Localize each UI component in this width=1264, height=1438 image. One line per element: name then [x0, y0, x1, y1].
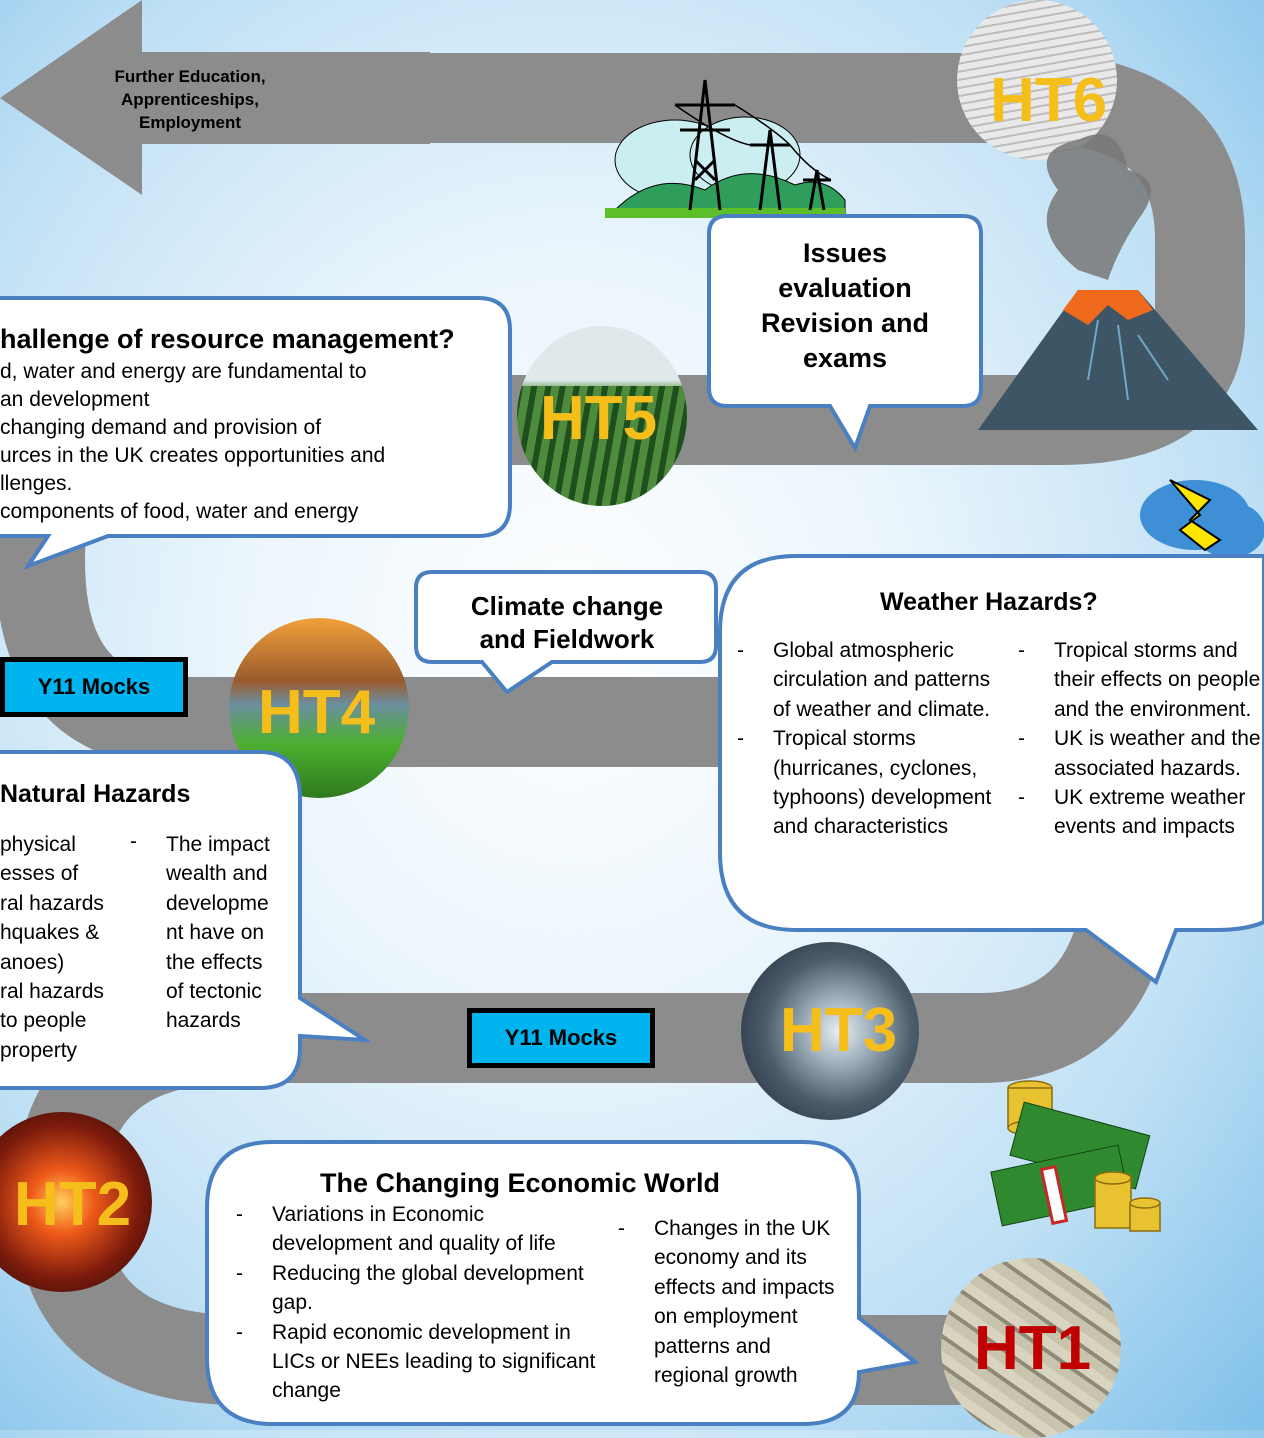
volcano-icon [978, 134, 1258, 430]
pylon-icon [605, 79, 846, 218]
natural-right-text: The impact wealth and developme nt have … [166, 833, 270, 1033]
economic-item: Changes in the UK economy and its effect… [618, 1214, 848, 1390]
ht6-circle [957, 0, 1117, 160]
storm-cloud-icon [1140, 479, 1264, 592]
economic-title: The Changing Economic World [320, 1168, 721, 1198]
weather-title: Weather Hazards? [880, 588, 1098, 616]
natural-title: Natural Hazards [0, 780, 191, 808]
natural-bubble-shape [0, 750, 370, 1090]
resource-bubble-shape [0, 296, 512, 571]
y11-mocks-upper: Y11 Mocks [0, 657, 188, 717]
ht3-circle [741, 942, 919, 1120]
ht4-label: HT4 [258, 678, 376, 747]
resource-line-4: urces in the UK creates opportunities an… [0, 443, 386, 467]
issues-bubble-text: Issues evaluation Revision and exams [760, 238, 930, 374]
natural-left-text: physical esses of ral hazards hquakes & … [0, 833, 104, 1062]
resource-lines: d, water and energy are fundamental to a… [0, 358, 385, 526]
resource-line-5: llenges. [0, 471, 73, 495]
weather-item: Global atmospheric circulation and patte… [737, 636, 1012, 724]
resource-line-3: changing demand and provision of [0, 415, 322, 439]
ht1-label: HT1 [974, 1314, 1092, 1383]
arrow-text: Further Education, Apprenticeships, Empl… [114, 67, 266, 132]
resource-title: hallenge of resource management? [0, 324, 455, 354]
climate-bubble-shape [414, 570, 718, 695]
resource-line-1: d, water and energy are fundamental to [0, 360, 367, 383]
weather-item: UK is weather and the associated hazards… [1018, 724, 1262, 783]
ht2-circle [0, 1112, 152, 1292]
arrow-head [0, 0, 142, 195]
weather-item: Tropical storms and their effects on peo… [1018, 636, 1262, 724]
climate-bubble-text: Climate change and Fieldwork [470, 591, 664, 654]
money-icon [990, 1080, 1161, 1232]
natural-right-dash: - [130, 830, 137, 853]
economic-item: Reducing the global development gap. [236, 1259, 606, 1318]
ht2-label: HT2 [14, 1170, 132, 1239]
resource-line-2: an development [0, 387, 150, 411]
weather-item: Tropical storms (hurricanes, cyclones, t… [737, 724, 1012, 842]
weather-list-left: Global atmospheric circulation and patte… [737, 636, 1012, 842]
economic-list-left: Variations in Economic development and q… [236, 1200, 606, 1406]
ht3-label: HT3 [780, 996, 898, 1065]
y11-mocks-lower: Y11 Mocks [467, 1008, 655, 1068]
weather-list-right: Tropical storms and their effects on peo… [1018, 636, 1262, 842]
issues-bubble-shape [707, 214, 983, 452]
economic-item: Variations in Economic development and q… [236, 1200, 606, 1259]
ht1-circle [941, 1258, 1121, 1438]
ht6-label: HT6 [990, 66, 1108, 135]
weather-item: UK extreme weather events and impacts [1018, 783, 1262, 842]
economic-list-right: Changes in the UK economy and its effect… [618, 1214, 848, 1390]
ht5-label: HT5 [540, 384, 658, 453]
ht5-circle [517, 326, 687, 506]
resource-line-6: components of food, water and energy [0, 499, 359, 523]
economic-item: Rapid economic development in LICs or NE… [236, 1318, 606, 1406]
